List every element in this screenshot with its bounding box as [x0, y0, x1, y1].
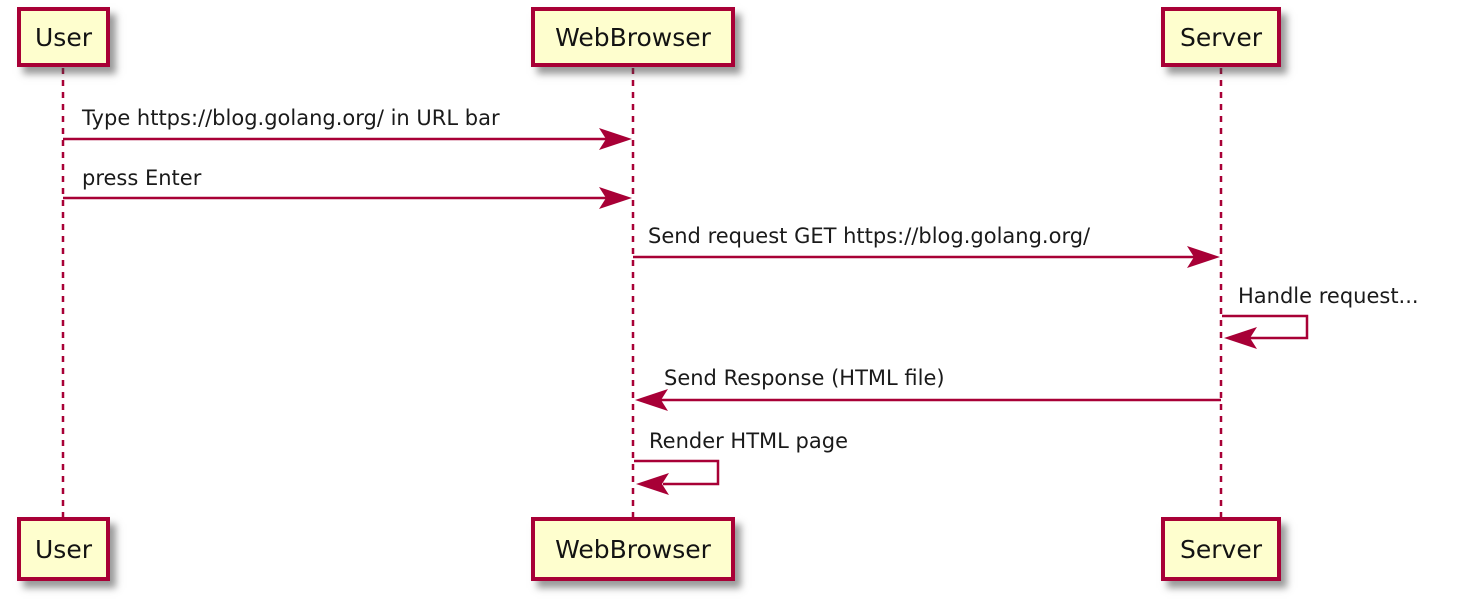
participant-label: Server	[1180, 22, 1262, 52]
message-1-label: Type https://blog.golang.org/ in URL bar	[82, 106, 500, 130]
participant-label: WebBrowser	[555, 534, 711, 564]
participant-box-user-bottom: User	[17, 517, 110, 581]
participant-label: WebBrowser	[555, 22, 711, 52]
participant-box-webbrowser-top: WebBrowser	[531, 7, 735, 67]
message-5-arrow	[635, 389, 1221, 411]
message-3-arrow	[633, 246, 1220, 268]
message-5-label: Send Response (HTML file)	[664, 366, 945, 390]
participant-box-user-top: User	[17, 7, 110, 67]
message-3-label: Send request GET https://blog.golang.org…	[648, 224, 1091, 248]
message-1-arrow	[63, 128, 632, 150]
participant-label: User	[35, 534, 92, 564]
message-6-label: Render HTML page	[649, 429, 848, 453]
message-4-label: Handle request...	[1238, 284, 1419, 308]
message-2-label: press Enter	[82, 166, 202, 190]
message-4-self-arrow	[1222, 314, 1309, 349]
participant-label: User	[35, 22, 92, 52]
participant-label: Server	[1180, 534, 1262, 564]
participant-box-server-top: Server	[1161, 7, 1281, 67]
participant-box-server-bottom: Server	[1161, 517, 1281, 581]
message-2-arrow	[63, 187, 632, 209]
participant-box-webbrowser-bottom: WebBrowser	[531, 517, 735, 581]
message-6-self-arrow	[634, 459, 720, 495]
